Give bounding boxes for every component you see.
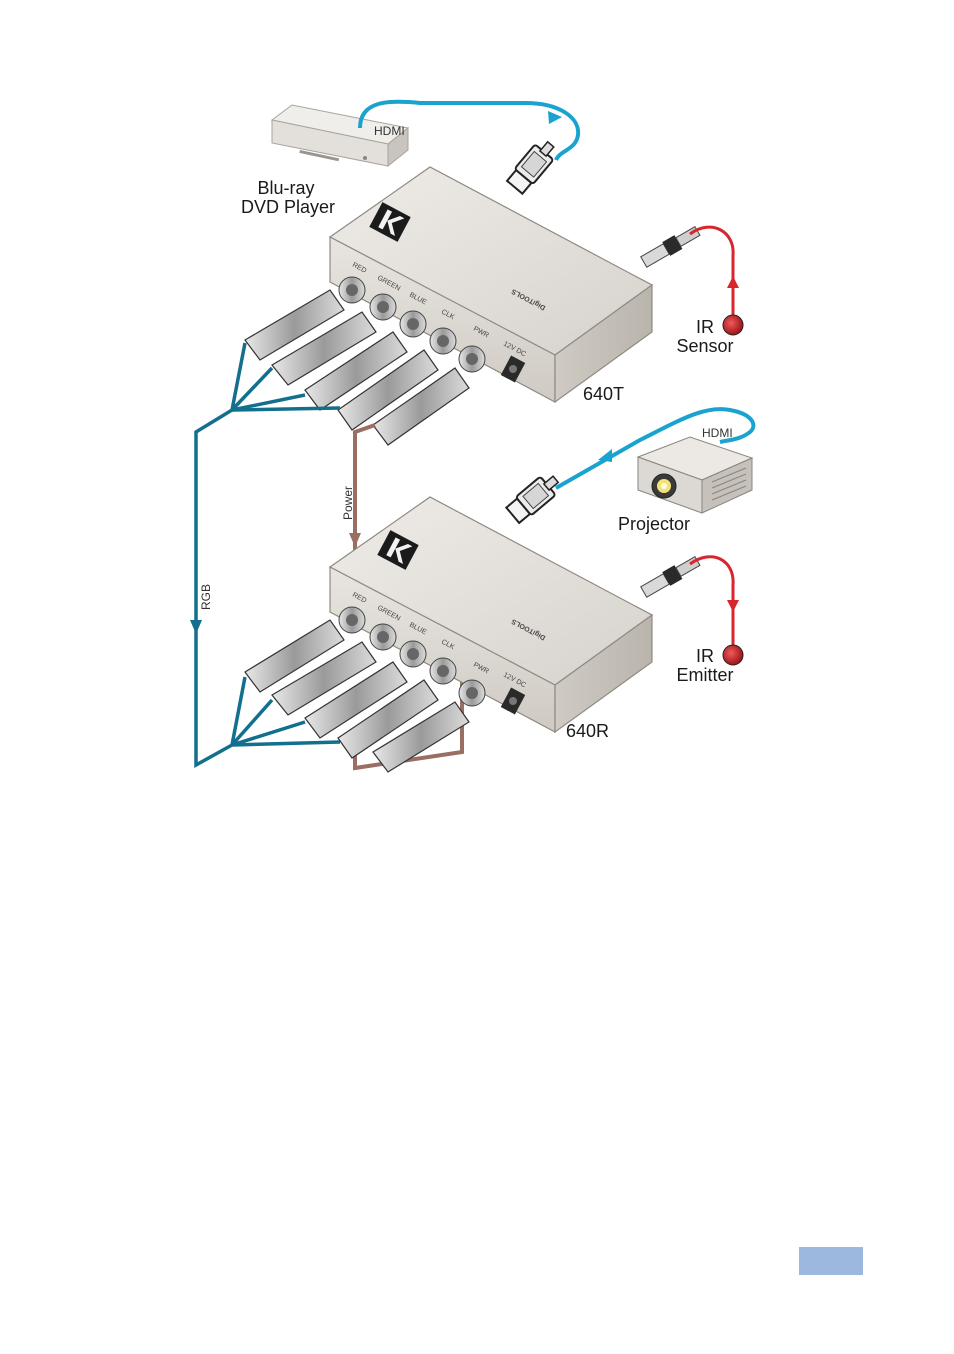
hdmi-cable-top: [358, 99, 581, 162]
bnc-connector-icon-640r: [338, 606, 486, 707]
ir-emitter-cable: [689, 555, 735, 645]
label-projector: Projector: [618, 514, 690, 534]
label-ir-sensor-line2: Sensor: [676, 336, 733, 356]
rgb-arrow: [190, 620, 202, 634]
hdmi-arrow-projector: [598, 449, 612, 462]
kramer-logo-icon-640r: [377, 530, 419, 570]
label-ir-emitter-line2: Emitter: [676, 665, 733, 685]
kramer-logo-icon: [369, 202, 411, 242]
bnc-connector-icon: [338, 276, 486, 373]
hdmi-cable-projector: [555, 407, 756, 490]
bluray-player-icon: [270, 104, 410, 168]
label-player: Blu-ray: [257, 178, 314, 198]
rgb-cables: [194, 342, 341, 768]
label-player-line2: DVD Player: [241, 197, 335, 217]
page-number-badge: [799, 1247, 863, 1275]
device-640r: DigiTOOLS RED GREEN BLUE CLK PWR 12V DC: [328, 496, 654, 734]
label-power: Power: [341, 486, 355, 520]
label-ir-sensor: IR: [696, 317, 714, 337]
label-hdmi-top: HDMI: [374, 124, 405, 138]
ir-sensor-arrow: [727, 276, 739, 288]
hdmi-plug-icon-bottom: [504, 475, 560, 525]
power-arrow: [349, 533, 361, 547]
label-640t: 640T: [583, 384, 624, 404]
ir-emitter-arrow: [727, 600, 739, 612]
label-rgb: RGB: [199, 584, 213, 610]
ir-sensor-icon: [722, 314, 744, 336]
bnc-plugs-640t: [244, 289, 470, 446]
device-640t: DigiTOOLS RED GREEN BLUE CLK PWR 12V DC: [328, 166, 654, 404]
projector-icon: [636, 436, 754, 514]
ir-emitter-icon: [722, 644, 744, 666]
label-640r: 640R: [566, 721, 609, 741]
hdmi-arrow-top: [548, 111, 562, 124]
label-ir-emitter: IR: [696, 646, 714, 666]
label-hdmi-projector: HDMI: [702, 426, 733, 440]
bnc-plugs-640r: [244, 619, 470, 773]
hdmi-plug-icon: [505, 140, 555, 196]
ir-sensor-cable: [689, 225, 735, 315]
